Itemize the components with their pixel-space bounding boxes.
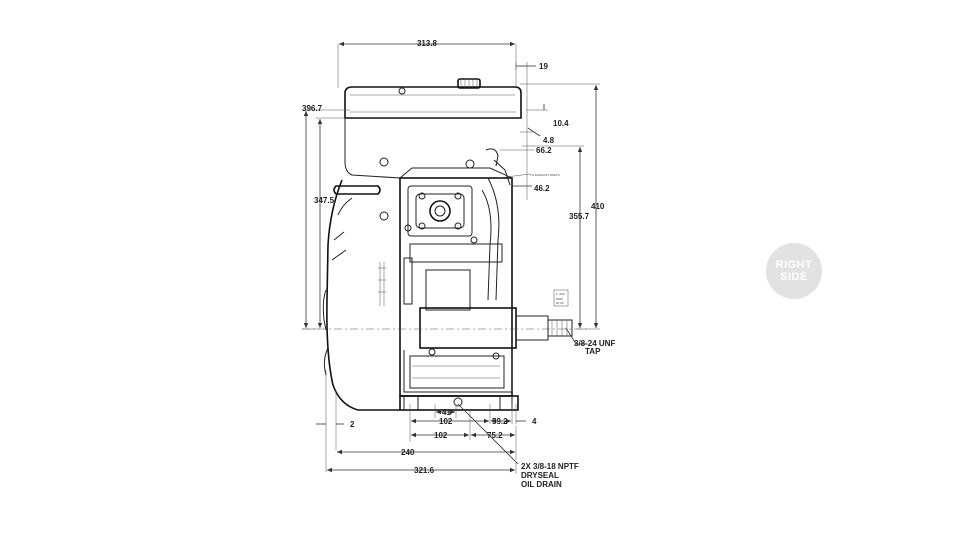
dim-mount-75-2: 75.2	[487, 431, 503, 440]
dim-top-offset: 19	[539, 62, 548, 71]
right-side-view-badge: RIGHT SIDE	[766, 243, 822, 299]
dim-exhaust-offset: 46.2	[534, 184, 550, 193]
dim-overall-width: 313.8	[417, 39, 438, 48]
dim-base-gap: 2	[350, 420, 355, 429]
tap-callout-line2: TAP	[585, 347, 601, 356]
dim-cap-offset: 10.4	[553, 119, 569, 128]
dim-mount-102-lower: 102	[434, 431, 448, 440]
badge-line2: SIDE	[780, 271, 808, 283]
exhaust-tag: TO EXHAUST PARTS	[530, 173, 560, 177]
dim-mount-41: 41	[442, 408, 451, 417]
dim-base-321-6: 321.6	[414, 466, 435, 475]
dim-overall-height-right: 410	[591, 202, 605, 211]
dimension-lines	[302, 41, 600, 474]
svg-text:0000: 0000	[556, 297, 563, 301]
drain-callout-line3: OIL DRAIN	[521, 480, 562, 489]
svg-text:00 00: 00 00	[556, 301, 564, 305]
drain-callout-line2: DRYSEAL	[521, 471, 559, 480]
badge-line1: RIGHT	[775, 259, 813, 271]
engine-outline: 1 -000 0000 00 00	[302, 78, 588, 411]
dim-mount-59-2: 59.2	[492, 417, 508, 426]
dim-mount-4: 4	[532, 417, 537, 426]
dim-shaft-height: 355.7	[569, 212, 590, 221]
dim-small-offset: 4.8	[543, 136, 555, 145]
dim-height-to-tank: 347.5	[314, 196, 335, 205]
tap-callout-line1: 3/8-24 UNF	[574, 339, 615, 348]
dim-mount-102-upper: 102	[439, 417, 453, 426]
drain-callout-line1: 2X 3/8-18 NPTF	[521, 462, 579, 471]
dim-base-240: 240	[401, 448, 415, 457]
dimension-labels: 313.8 19 396.7 10.4 4.8 66.2 TO EXHAUST …	[302, 39, 615, 489]
svg-text:1 -000: 1 -000	[556, 292, 565, 296]
dim-tank-offset: 66.2	[536, 146, 552, 155]
dim-overall-height-left: 396.7	[302, 104, 323, 113]
